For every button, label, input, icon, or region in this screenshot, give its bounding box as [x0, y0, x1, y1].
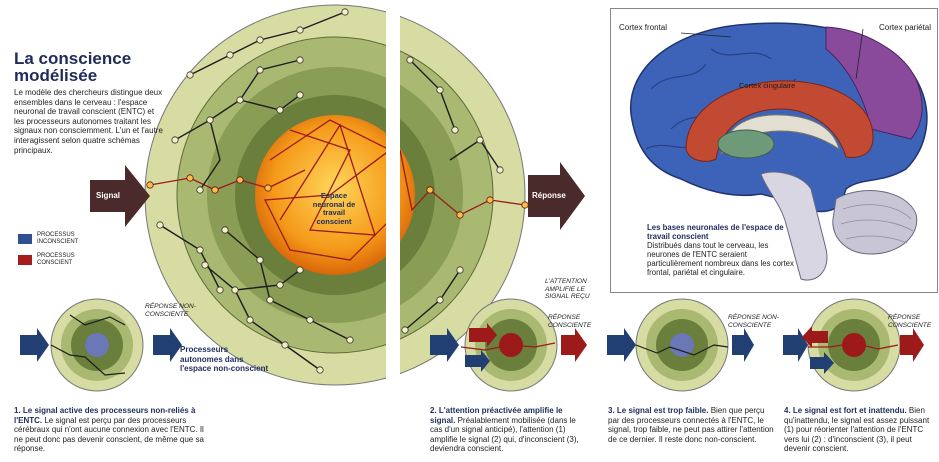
core-label: Espace neuronal de travail conscient: [308, 192, 360, 226]
legend-swatch-blue: [18, 234, 32, 244]
panel-4-diagram: [780, 295, 939, 395]
label-cortex-parietal: Cortex pariétal: [879, 23, 931, 32]
panel-1-caption-text: Le signal est perçu par des processeurs …: [14, 416, 204, 454]
panel-3-diagram: [602, 295, 782, 395]
panel-4-caption-bold: 4. Le signal est fort et inattendu.: [784, 406, 907, 415]
panel-2-diagram: [425, 295, 605, 395]
intro-text: Le modèle des chercheurs distingue deux …: [14, 88, 164, 155]
page-title: La conscience modélisée: [14, 50, 164, 84]
brain-caption: Les bases neuronales de l'espace de trav…: [647, 223, 797, 277]
panel-3-caption-bold: 3. Le signal est trop faible.: [608, 406, 708, 415]
legend-label: PROCESSUS INCONSCIENT: [37, 232, 98, 245]
panel-divider: [387, 0, 399, 380]
panel-4-caption: 4. Le signal est fort et inattendu. Bien…: [784, 406, 936, 454]
brain-caption-text: Distribués dans tout le cerveau, les neu…: [647, 241, 797, 277]
panel-2-label-top: L'ATTENTION AMPLIFIE LE SIGNAL REÇU: [545, 278, 605, 301]
panel-2-label: RÉPONSE CONSCIENTE: [548, 314, 606, 329]
legend-item-unconscious: PROCESSUS INCONSCIENT: [18, 232, 98, 245]
signal-label: Signal: [96, 191, 120, 200]
brain-illustration-box: Cortex frontal Cortex pariétal Cortex ci…: [610, 8, 938, 293]
legend-label: PROCESSUS CONSCIENT: [37, 253, 98, 266]
panel-1-caption: 1. Le signal active des processeurs non-…: [14, 406, 212, 454]
legend: PROCESSUS INCONSCIENT PROCESSUS CONSCIEN…: [18, 232, 98, 266]
panel-3-caption: 3. Le signal est trop faible. Bien que p…: [608, 406, 776, 444]
panel-4-label: RÉPONSE CONSCIENTE: [888, 314, 938, 329]
label-cortex-frontal: Cortex frontal: [619, 23, 667, 32]
response-label: Réponse: [532, 191, 566, 200]
label-cortex-cingulaire: Cortex cingulaire: [739, 81, 795, 90]
legend-item-conscious: PROCESSUS CONSCIENT: [18, 253, 98, 266]
brain-caption-title: Les bases neuronales de l'espace de trav…: [647, 223, 797, 241]
panel-1-label: RÉPONSE NON-CONSCIENTE: [145, 303, 205, 318]
panel-2-caption: 2. L'attention préactivée amplifie le si…: [430, 406, 590, 454]
legend-swatch-red: [18, 255, 32, 265]
